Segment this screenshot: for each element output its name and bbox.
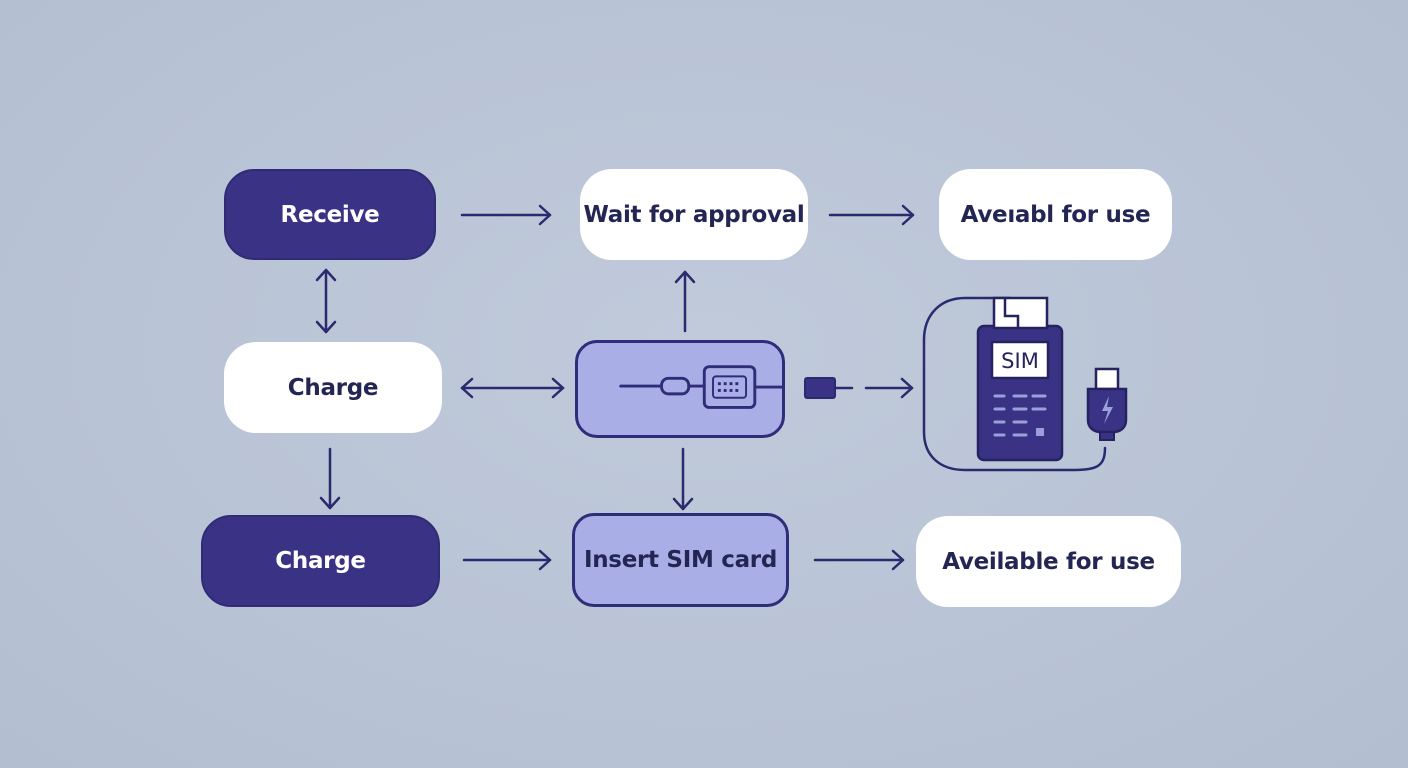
available-for-use-top-label: Aveıabl for use	[960, 201, 1151, 228]
wait-for-approval-label: Wait for approval	[583, 201, 805, 228]
insert-sim-card-step: Insert SIM card	[572, 513, 789, 607]
arrow-charge-to-charge	[319, 447, 341, 510]
card-reader-step	[575, 340, 785, 438]
arrow-device-to-insert	[672, 447, 694, 511]
plug-block-icon	[804, 377, 836, 399]
usb-charger-icon	[1086, 367, 1128, 441]
arrow-device-to-terminal	[834, 377, 914, 399]
charge-middle-step: Charge	[224, 342, 442, 433]
arrow-device-to-wait	[674, 270, 696, 333]
charge-bottom-step: Charge	[201, 515, 440, 607]
card-reader-icon	[619, 365, 782, 409]
receive-step-label: Receive	[280, 201, 380, 228]
keypad-icon	[993, 394, 1047, 437]
available-for-use-bottom-label: Aveilable for use	[942, 548, 1155, 575]
arrow-charge-device-double	[460, 377, 565, 399]
charge-bottom-label: Charge	[275, 548, 366, 574]
available-for-use-top-step: Aveıabl for use	[939, 169, 1172, 260]
arrow-insert-to-available	[813, 549, 905, 571]
sim-label: SIM	[1001, 349, 1039, 373]
lightning-icon	[1102, 396, 1113, 424]
arrow-wait-to-available	[828, 204, 915, 226]
arrow-receive-to-wait	[460, 204, 552, 226]
available-for-use-bottom-step: Aveilable for use	[916, 516, 1181, 607]
arrow-charge-to-insert	[462, 549, 552, 571]
receive-step: Receive	[224, 169, 436, 260]
charge-middle-label: Charge	[287, 374, 379, 401]
insert-sim-card-label: Insert SIM card	[583, 547, 778, 573]
wait-for-approval-step: Wait for approval	[580, 169, 808, 260]
arrow-receive-charge-double	[315, 268, 337, 334]
sim-terminal-icon: SIM	[922, 296, 1107, 472]
